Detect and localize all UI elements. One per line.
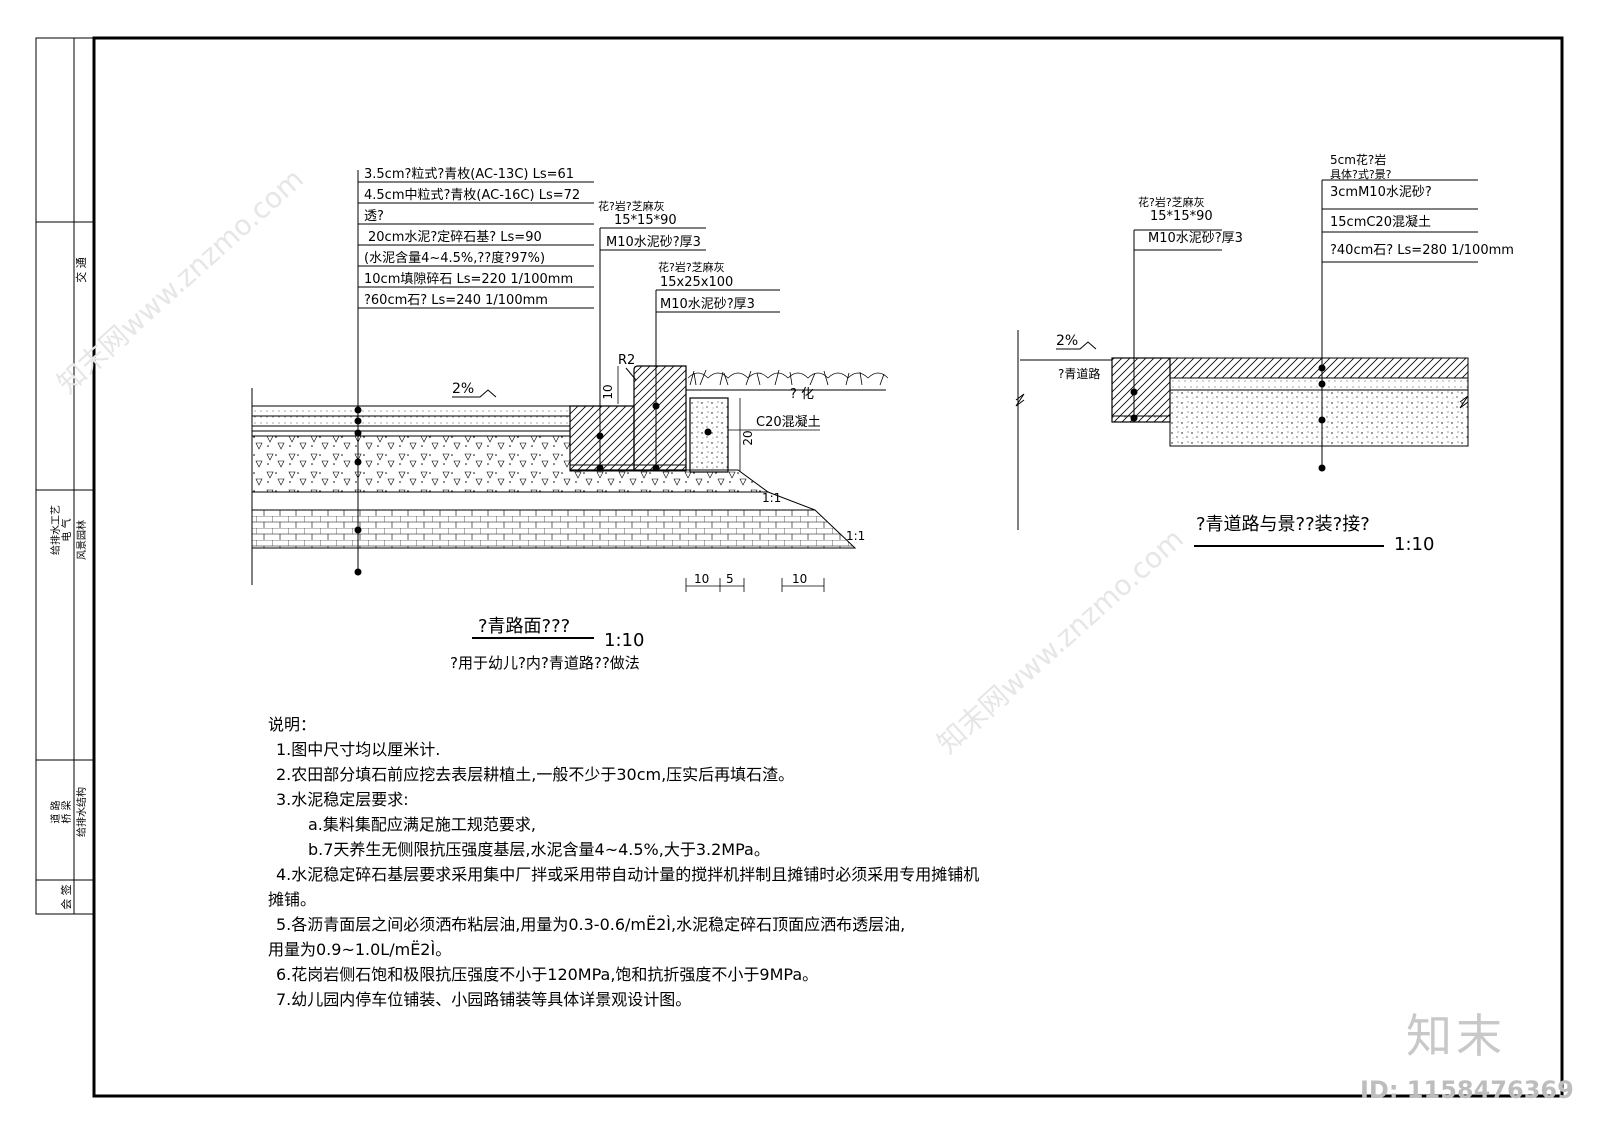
junction-right-label-2: 具体?式?景? (1330, 167, 1392, 181)
layer-label-4: 20cm水泥?定碎石基? Ls=90 (368, 230, 542, 245)
notes-heading: 说明： (268, 715, 317, 734)
watermark-id: ID: 1158476369 (1360, 1076, 1574, 1104)
design-notes: 说明： 1.图中尺寸均以厘米计. 2.农田部分填石前应挖去表层耕植土,一般不少于… (268, 712, 988, 1012)
ratio-label-b: 1:1 (846, 529, 865, 543)
asphalt-pavement-section: 2% R2 10 20 C20混凝土 ? 化 1:1 1:1 10 5 10 3… (251, 167, 889, 672)
dim-bottom-2: 5 (726, 572, 734, 586)
junction-left-label-2: 15*15*90 (1150, 209, 1213, 224)
note-3: 3.水泥稳定层要求: (276, 790, 409, 809)
curb-label-2: 15*15*90 (614, 213, 677, 228)
greening-label: ? 化 (790, 387, 814, 402)
note-1: 1.图中尺寸均以厘米计. (276, 740, 441, 759)
layer-label-2: 4.5cm中粒式?青枚(AC-16C) Ls=72 (364, 188, 580, 203)
junction-left-label-1: 花?岩?芝麻灰 (1138, 195, 1205, 209)
detail-left-scale: 1:10 (604, 630, 644, 651)
tb-row-water-structure: 给排水结构 (75, 787, 88, 837)
slope-label-left: 2% (452, 381, 474, 397)
tb-row-water-process: 给排水工艺 (49, 505, 62, 555)
concrete-label: C20混凝土 (756, 414, 821, 430)
watermark-brand: 知末 (1406, 1009, 1506, 1063)
note-5: 5.各沥青面层之间必须洒布粘层油,用量为0.3-0.6/mË2Ì,水泥稳定碎石顶… (276, 915, 906, 934)
edge-label-1: 花?岩?芝麻灰 (658, 260, 725, 274)
ratio-label-a: 1:1 (762, 491, 781, 505)
layer-label-1: 3.5cm?粒式?青枚(AC-13C) Ls=61 (364, 167, 574, 182)
junction-left-label-3: M10水泥砂?厚3 (1148, 231, 1243, 246)
r2-label: R2 (618, 353, 635, 368)
detail-left-title: ?青路面??? (478, 616, 570, 637)
note-6: 6.花岗岩侧石饱和极限抗压强度不小于120MPa,饱和抗折强度不小于9MPa。 (276, 965, 819, 984)
tb-row-electric: 电 气 (60, 518, 73, 541)
junction-right-label-4: 15cmC20混凝土 (1330, 214, 1431, 230)
layer-label-7: ?60cm石? Ls=240 1/100mm (364, 293, 548, 308)
slope-label-right: 2% (1056, 333, 1078, 349)
curb-label-1: 花?岩?芝麻灰 (598, 199, 665, 213)
edge-label-2: 15x25x100 (660, 275, 733, 290)
tb-row-traffic: 交 通 (74, 257, 88, 283)
note-4: 4.水泥稳定碎石基层要求采用集中厂拌或采用带自动计量的搅拌机拌制且摊铺时必须采用… (276, 865, 980, 884)
note-3b: b.7天养生无侧限抗压强度基层,水泥含量4~4.5%,大于3.2MPa。 (308, 840, 770, 859)
tb-row-road: 道 路 (49, 800, 62, 823)
note-5-cont: 用量为0.9~1.0L/mË2Ì。 (268, 940, 452, 959)
layer-label-5: (水泥含量4~4.5%,??度?97%) (364, 250, 545, 266)
dim-20-vertical: 20 (741, 430, 755, 445)
detail-left-subtitle: ?用于幼儿?内?青道路??做法 (450, 654, 640, 672)
note-3a: a.集料集配应满足施工规范要求, (308, 815, 536, 834)
road-label: ?青道路 (1058, 366, 1100, 381)
dim-10-vertical: 10 (601, 384, 615, 399)
title-block-frame (35, 37, 95, 915)
edge-label-3: M10水泥砂?厚3 (660, 297, 755, 312)
note-7: 7.幼儿园内停车位铺装、小园路铺装等具体详景观设计图。 (276, 990, 692, 1009)
dim-bottom-1: 10 (694, 572, 709, 586)
asphalt-landscape-junction-section: 2% ?青道路 花?岩?芝麻灰 15*15*90 M10水泥砂?厚3 5cm花?… (1015, 152, 1514, 555)
tb-row-landscape: 风景园林 (75, 520, 88, 560)
detail-right-title: ?青道路与景??装?接? (1196, 514, 1370, 535)
detail-right-scale: 1:10 (1394, 534, 1434, 555)
layer-label-6: 10cm填隙碎石 Ls=220 1/100mm (364, 272, 573, 287)
tb-row-bridge: 桥 梁 (60, 800, 73, 823)
note-4-cont: 摊铺。 (268, 890, 317, 909)
junction-right-label-3: 3cmM10水泥砂? (1330, 185, 1432, 200)
junction-right-label-1: 5cm花?岩 (1330, 152, 1386, 167)
dim-bottom-3: 10 (792, 572, 807, 586)
note-2: 2.农田部分填石前应挖去表层耕植土,一般不少于30cm,压实后再填石渣。 (276, 765, 795, 784)
layer-label-3: 透? (364, 209, 384, 224)
curb-label-3: M10水泥砂?厚3 (606, 235, 701, 250)
junction-right-label-5: ?40cm石? Ls=280 1/100mm (1330, 243, 1514, 258)
tb-row-countersign: 会 签 (59, 884, 73, 910)
